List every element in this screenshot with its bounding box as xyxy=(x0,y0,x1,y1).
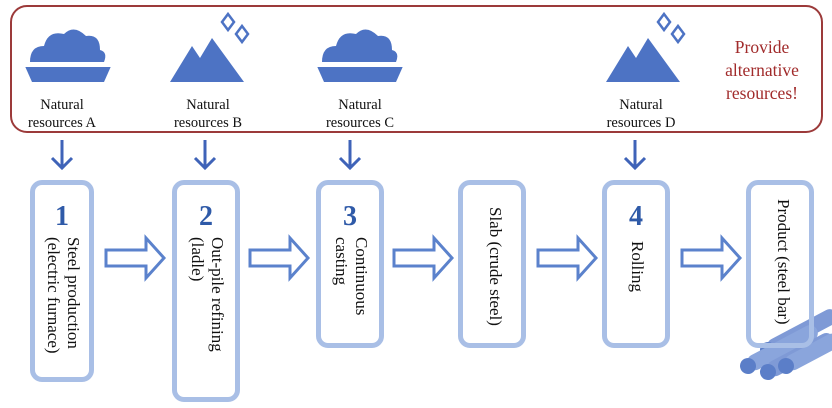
cloud-basin-icon xyxy=(316,29,404,82)
resource-label-line: Natural xyxy=(40,97,84,113)
resource-label-line: resources B xyxy=(173,115,243,131)
step-text: Steel production (electric furnace) xyxy=(43,237,83,354)
step-box-product: Product (steel bar) xyxy=(746,180,814,348)
mountain-diamond-icon xyxy=(606,11,686,82)
resource-label-b: Natural resources B xyxy=(143,96,273,132)
step-text-line: casting xyxy=(332,237,351,286)
mountain-diamond-icon xyxy=(170,11,250,82)
resources-frame xyxy=(10,5,823,133)
step-text-line: Product (steel bar) xyxy=(774,199,793,325)
resource-label-a: Natural resources A xyxy=(0,96,127,132)
flow-arrows xyxy=(104,234,743,282)
down-arrow-icon xyxy=(338,140,362,171)
right-arrow-icon xyxy=(248,234,311,282)
step-text-line: Slab (crude steel) xyxy=(486,207,505,326)
step-text-line: Continuous xyxy=(352,237,371,316)
resource-label-line: resources A xyxy=(27,115,97,131)
step-text-line: (ladle) xyxy=(188,237,207,282)
right-arrow-icon xyxy=(536,234,599,282)
step-text: Slab (crude steel) xyxy=(485,207,505,326)
step-box-4: 4 Rolling xyxy=(602,180,670,348)
resource-label-line: Natural xyxy=(338,97,382,113)
step-number: 4 xyxy=(629,201,643,232)
right-arrow-icon xyxy=(392,234,455,282)
right-arrow-icon xyxy=(104,234,167,282)
step-text: Continuous casting xyxy=(331,237,371,315)
step-number: 3 xyxy=(343,201,357,232)
step-box-2: 2 Out-pile refining (ladle) xyxy=(172,180,240,402)
step-number: 2 xyxy=(199,201,213,232)
down-arrow-icon xyxy=(193,140,217,171)
resource-label-d: Natural resources D xyxy=(576,96,706,132)
resource-label-line: Natural xyxy=(186,97,230,113)
right-arrow-icon xyxy=(680,234,743,282)
provide-line: resources! xyxy=(726,83,798,103)
provide-alternative-text: Provide alternative resources! xyxy=(706,36,818,105)
step-text: Rolling xyxy=(627,241,647,292)
provide-line: alternative xyxy=(725,60,799,80)
resource-label-line: Natural xyxy=(619,97,663,113)
step-box-1: 1 Steel production (electric furnace) xyxy=(30,180,94,382)
down-arrow-icon xyxy=(50,140,74,171)
step-box-slab: Slab (crude steel) xyxy=(458,180,526,348)
step-box-3: 3 Continuous casting xyxy=(316,180,384,348)
step-text: Product (steel bar) xyxy=(773,199,793,325)
step-text-line: Rolling xyxy=(628,241,647,293)
provide-line: Provide xyxy=(734,37,790,57)
step-text-line: (electric furnace) xyxy=(44,237,63,354)
down-arrow-icon xyxy=(623,140,647,171)
step-text: Out-pile refining (ladle) xyxy=(187,237,227,352)
cloud-basin-icon xyxy=(24,29,112,82)
step-number: 1 xyxy=(55,201,69,232)
step-text-line: Steel production xyxy=(64,237,83,349)
resource-label-c: Natural resources C xyxy=(295,96,425,132)
step-text-line: Out-pile refining xyxy=(208,237,227,352)
down-arrows xyxy=(50,140,647,171)
resource-label-line: resources C xyxy=(325,115,395,131)
resource-label-line: resources D xyxy=(606,115,676,131)
